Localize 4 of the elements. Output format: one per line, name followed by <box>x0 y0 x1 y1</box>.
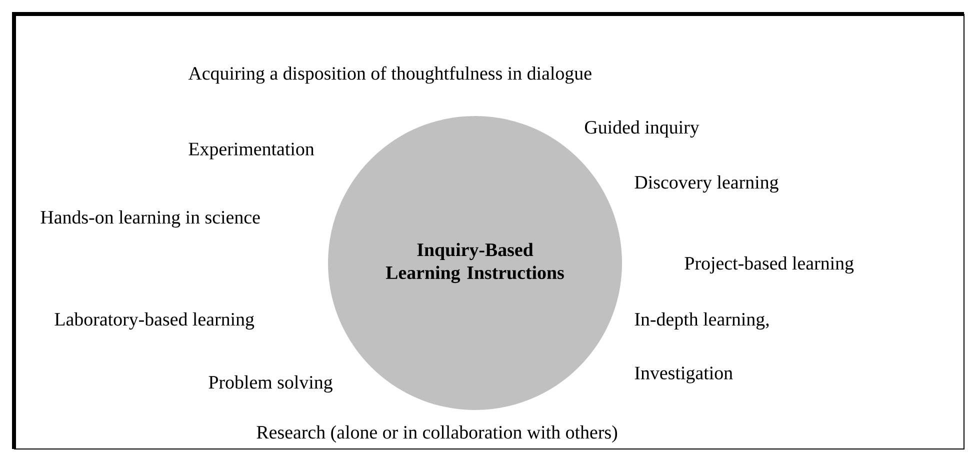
label-text: Acquiring a disposition of thoughtfulness in dialogue <box>188 66 592 84</box>
label-text: Project-based learning <box>684 256 854 274</box>
label-text: Laboratory-based learning <box>54 312 254 330</box>
label-text: Hands-on learning in science <box>40 210 260 228</box>
